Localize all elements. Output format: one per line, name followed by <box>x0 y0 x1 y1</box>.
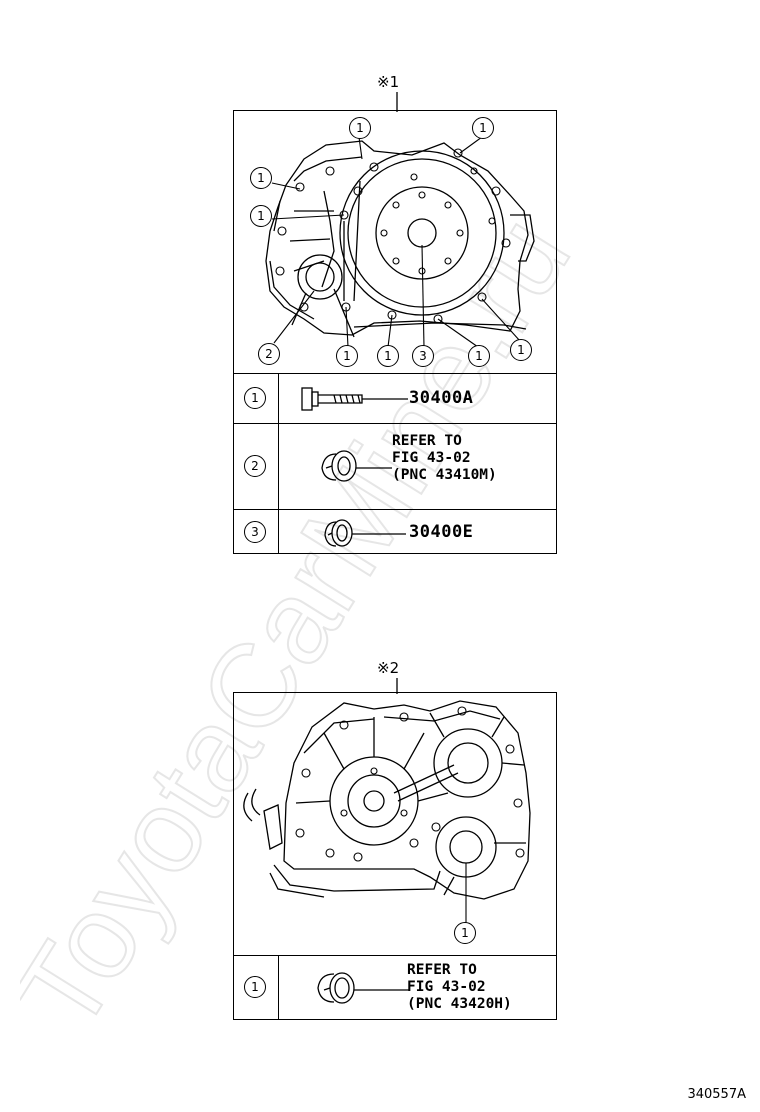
part-number-circle: 1 <box>244 976 266 998</box>
callout-1: 1 <box>510 339 532 361</box>
ref-leader <box>396 678 398 694</box>
callout-3: 3 <box>412 345 434 367</box>
bolt-icon <box>301 387 408 411</box>
callout-1: 1 <box>454 922 476 944</box>
transmission-side-view <box>243 700 531 923</box>
parts-row-number-cell: 3 <box>234 510 279 554</box>
parts-row-number-cell: 1 <box>234 956 279 1019</box>
refer-to-label: REFER TO FIG 43-02 (PNC 43410M) <box>392 433 497 483</box>
section2-ref-mark: ※2 <box>377 659 400 677</box>
diagram-id: 340557A <box>687 1087 746 1102</box>
parts-row-3: 3 30400E <box>234 509 556 554</box>
callout-2: 2 <box>258 343 280 365</box>
callout-1: 1 <box>468 345 490 367</box>
section1-ref-mark: ※1 <box>377 73 400 91</box>
callout-1: 1 <box>250 167 272 189</box>
callout-1: 1 <box>377 345 399 367</box>
ref-leader <box>396 92 398 112</box>
oil-seal-icon <box>317 972 410 1004</box>
part-number-label: 30400E <box>409 522 474 542</box>
transmission-case-front-view <box>265 136 535 348</box>
parts-row-1: 1 REFER TO FIG 43-02 (PNC 43420H) <box>234 955 556 1019</box>
callout-1: 1 <box>250 205 272 227</box>
callout-1: 1 <box>349 117 371 139</box>
parts-row-1: 1 30400A <box>234 373 556 423</box>
part-number-circle: 2 <box>244 455 266 477</box>
oil-seal-icon <box>324 519 406 547</box>
section1-frame: 1 1 1 1 2 1 1 3 1 1 1 30400A 2 <box>233 110 557 554</box>
parts-row-number-cell: 2 <box>234 424 279 509</box>
oil-seal-icon <box>321 450 392 482</box>
part-number-label: 30400A <box>409 388 474 408</box>
parts-row-2: 2 REFER TO FIG 43-02 (PNC 43410M) <box>234 423 556 509</box>
part-number-circle: 3 <box>244 521 266 543</box>
parts-row-number-cell: 1 <box>234 374 279 423</box>
refer-to-label: REFER TO FIG 43-02 (PNC 43420H) <box>407 962 512 1012</box>
section2-frame: 1 1 REFER TO FIG 43-02 (PNC 43420H) <box>233 692 557 1020</box>
part-number-circle: 1 <box>244 387 266 409</box>
callout-1: 1 <box>472 117 494 139</box>
callout-1: 1 <box>336 345 358 367</box>
